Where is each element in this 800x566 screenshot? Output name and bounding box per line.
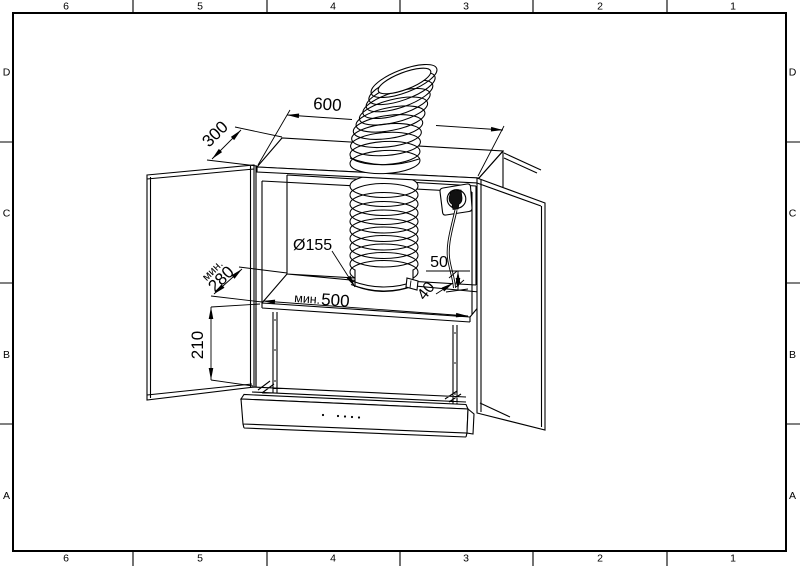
zone-col-label: 4 — [330, 1, 336, 13]
zone-row-label: C — [3, 208, 11, 220]
dim-600-line-right — [435, 125, 504, 132]
zone-col-label: 6 — [63, 553, 69, 565]
hood-button — [321, 413, 325, 417]
duct-hose-lower — [349, 173, 419, 293]
duct-lower-silhouette — [350, 174, 418, 284]
zone-row-label: D — [789, 67, 797, 79]
duct-lower-rings — [349, 173, 419, 285]
hole — [274, 349, 276, 351]
dimension-clearance-50: 50 — [426, 254, 470, 293]
zone-col-label: 5 — [197, 553, 203, 565]
left-door-details — [146, 166, 255, 398]
power-socket — [439, 183, 473, 216]
clamp-screw — [405, 277, 419, 291]
dim-40-extensions — [448, 270, 465, 288]
hood-panel-bottom — [242, 423, 468, 438]
zone-col-label: 4 — [330, 553, 336, 565]
dim-600-label: 600 — [313, 94, 343, 115]
cord-inner — [447, 209, 457, 289]
dim-300-extensions — [206, 126, 283, 167]
zone-col-label: 3 — [463, 553, 469, 565]
dim-50-extensions — [426, 270, 470, 293]
dim-500-label: 500 — [321, 290, 351, 311]
hole — [454, 393, 456, 395]
dimension-clearance-40: 40 — [414, 270, 465, 303]
zone-col-label: 5 — [197, 1, 203, 13]
dim-280-extensions — [210, 266, 288, 303]
zone-row-label: B — [789, 349, 796, 361]
zone-col-label: 1 — [730, 1, 736, 13]
dim-300-label: 300 — [198, 117, 231, 150]
hole — [454, 362, 456, 364]
hood-button — [357, 416, 361, 419]
zone-col-label: 3 — [463, 1, 469, 13]
zone-row-label: A — [3, 490, 10, 502]
dimension-annotations: 600 300 Ø155 50 40 мин. — [188, 94, 505, 387]
strut-holes — [274, 319, 456, 395]
left-door — [146, 164, 255, 401]
plug — [448, 189, 463, 210]
dimension-niche-height: 210 — [188, 303, 261, 387]
dim-210-label: 210 — [188, 331, 207, 359]
hole — [274, 380, 276, 382]
dim-300-line — [211, 129, 242, 160]
cooker-hood — [240, 393, 475, 438]
zone-col-label: 6 — [63, 1, 69, 13]
hood-panel-end-cap — [466, 407, 475, 435]
duct-opening — [377, 67, 432, 95]
cabinet-carcass — [255, 137, 505, 413]
zone-col-label: 2 — [597, 553, 603, 565]
dim-600-line-left — [286, 113, 353, 120]
zone-row-label: C — [789, 208, 797, 220]
dim-600-extensions — [257, 109, 505, 177]
zone-col-label: 1 — [730, 553, 736, 565]
dim-diameter-leader — [331, 250, 356, 288]
zone-row-label: D — [3, 67, 11, 79]
hood-button — [343, 415, 347, 418]
top-panel-hole-rim — [349, 157, 420, 166]
clamp-screw-slot — [409, 280, 412, 289]
dim-500-min-prefix: мин. — [294, 291, 321, 307]
dim-50-label: 50 — [430, 254, 448, 271]
dimension-top-width: 600 — [257, 94, 505, 177]
hood-button — [336, 414, 340, 418]
dim-diameter-label: Ø155 — [293, 237, 332, 254]
cabinet-interior — [251, 173, 491, 405]
hood-control-buttons — [321, 413, 361, 419]
zone-row-label: A — [789, 490, 796, 502]
power-cord — [446, 209, 458, 289]
dim-40-arrow — [435, 282, 454, 295]
hole — [454, 332, 456, 334]
hole — [274, 319, 276, 321]
dimension-duct-diameter: Ø155 — [293, 237, 356, 288]
right-door-details — [476, 180, 543, 427]
dim-500-line — [262, 299, 469, 318]
right-door — [476, 177, 546, 431]
dim-280-line — [213, 268, 243, 295]
duct-hose-upper — [349, 63, 438, 175]
cabinet-doors — [146, 152, 546, 431]
zone-col-label: 2 — [597, 1, 603, 13]
dim-210-extensions — [210, 303, 261, 387]
zone-row-label: B — [3, 349, 10, 361]
dimension-min-width: мин. 500 — [262, 290, 469, 318]
hood-button — [350, 415, 354, 419]
context-lines — [479, 152, 542, 418]
